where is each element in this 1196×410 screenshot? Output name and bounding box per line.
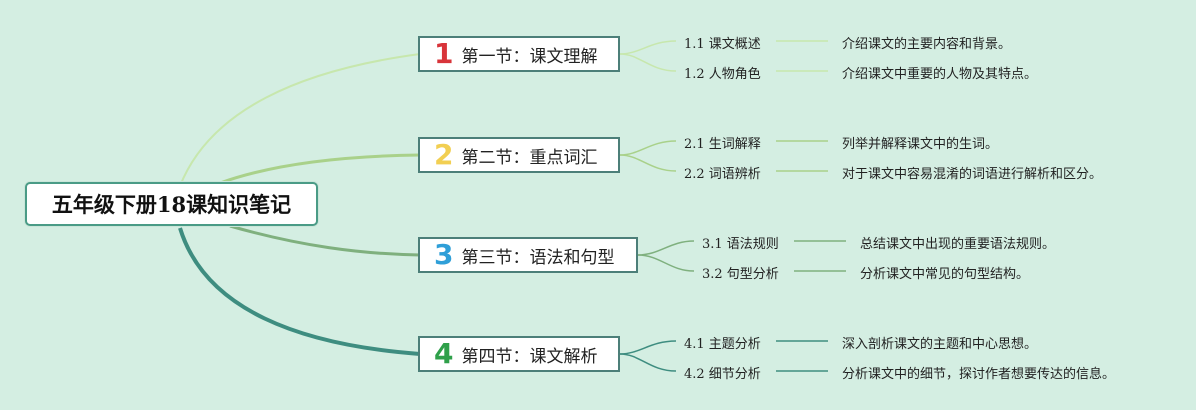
item-1-2-label[interactable]: 1.2 人物角色 [684,67,761,82]
item-2-2-desc[interactable]: 对于课文中容易混淆的词语进行解析和区分。 [842,167,1103,182]
number-3-icon: 3 [434,238,454,271]
section-4-node[interactable]: 4 第四节：课文解析 [418,336,620,372]
branch-3 [229,224,421,257]
item-3-2-desc[interactable]: 分析课文中常见的句型结构。 [860,267,1030,282]
section-3-node[interactable]: 3 第三节：语法和句型 [418,237,638,273]
item-2-1-desc[interactable]: 列举并解释课文中的生词。 [842,137,999,152]
item-3-1-label[interactable]: 3.1 语法规则 [702,237,779,252]
number-2-icon: 2 [434,138,454,171]
root-title: 五年级下册18课知识笔记 [51,192,292,217]
item-3-2-label[interactable]: 3.2 句型分析 [702,267,779,282]
item-4-2-label[interactable]: 4.2 细节分析 [684,367,761,382]
sub-branch-3-1 [637,240,695,256]
item-1-2-desc[interactable]: 介绍课文中重要的人物及其特点。 [842,67,1038,82]
item-3-1-desc[interactable]: 总结课文中出现的重要语法规则。 [860,237,1056,252]
sub-branch-2-1 [619,140,677,156]
section-1-node[interactable]: 1 第一节：课文理解 [418,36,620,72]
section-3-title: 第三节：语法和句型 [461,247,615,268]
item-1-1-label[interactable]: 1.1 课文概述 [684,37,761,52]
section-1-title: 第一节：课文理解 [461,46,598,67]
item-4-2-desc[interactable]: 分析课文中的细节，探讨作者想要传达的信息。 [842,367,1116,382]
branch-2 [219,153,421,185]
item-4-1-label[interactable]: 4.1 主题分析 [684,337,761,352]
item-1-1-desc[interactable]: 介绍课文的主要内容和背景。 [842,37,1012,52]
sub-branch-4-2 [619,353,677,372]
root-topic[interactable]: 五年级下册18课知识笔记 [25,182,318,226]
number-1-icon: 1 [434,37,454,70]
section-2-title: 第二节：重点词汇 [461,147,598,168]
sub-branch-4-1 [619,340,677,355]
item-4-1-desc[interactable]: 深入剖析课文的主题和中心思想。 [842,337,1038,352]
branch-1 [179,53,421,187]
number-4-icon: 4 [434,337,454,370]
branch-4 [178,227,421,356]
sub-branch-2-2 [619,154,677,172]
sub-branch-3-2 [637,254,695,272]
item-2-1-label[interactable]: 2.1 生词解释 [684,137,761,152]
sub-branch-1-1 [619,40,677,55]
item-2-2-label[interactable]: 2.2 词语辨析 [684,167,761,182]
section-4-title: 第四节：课文解析 [461,346,598,367]
sub-branch-1-2 [619,53,677,72]
section-2-node[interactable]: 2 第二节：重点词汇 [418,137,620,173]
